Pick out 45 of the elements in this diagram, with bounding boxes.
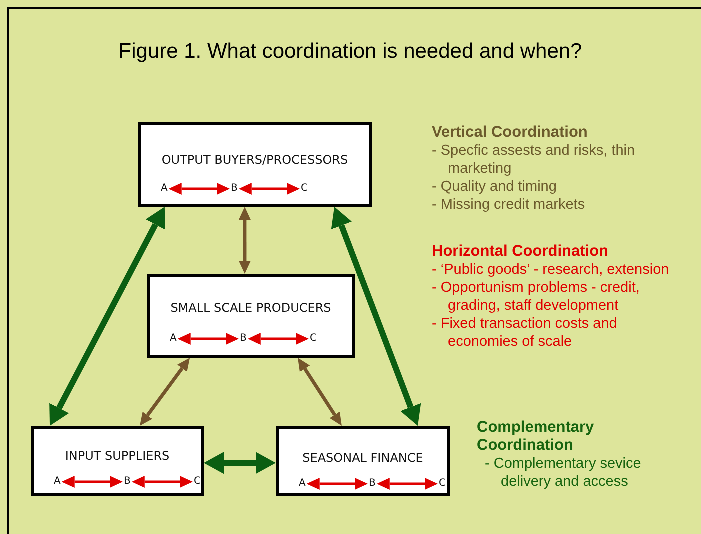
section-heading: Horizontal Coordination (432, 243, 610, 261)
stage-letter: A (161, 183, 168, 195)
bullet-point: - Complementary sevice delivery and access (485, 455, 642, 491)
figure-title: Figure 1. What coordination is needed and when? (118, 40, 584, 64)
process-box (147, 274, 355, 358)
bullet-point: - Specfic assests and risks, thin marketing (432, 142, 636, 178)
section-heading: Vertical Coordination (432, 124, 589, 142)
process-box (31, 426, 204, 496)
bullet-point: - Opportunism problems - credit, grading, staff development (432, 279, 641, 315)
double-arrow (62, 476, 123, 488)
double-arrow (178, 333, 239, 345)
section-heading: Complementary Coordination (477, 419, 596, 455)
box-title: OUTPUT BUYERS/PROCESSORS (160, 153, 350, 167)
double-arrow (238, 207, 251, 274)
box-title: SMALL SCALE PRODUCERS (170, 301, 332, 315)
double-arrow (140, 358, 190, 426)
box-title: SEASONAL FINANCE (302, 451, 424, 465)
stage-letter: C (194, 476, 201, 488)
double-arrow (331, 207, 422, 426)
double-arrow (306, 478, 368, 490)
stage-letter: A (299, 478, 306, 490)
bullet-point: - Fixed transaction costs and economies of scale (432, 315, 618, 351)
double-arrow (204, 452, 276, 474)
double-arrow (238, 183, 300, 195)
stage-letter: B (240, 333, 247, 345)
double-arrow (168, 183, 230, 195)
double-arrow (376, 478, 438, 490)
double-arrow (248, 333, 309, 345)
stage-letter: C (301, 183, 308, 195)
bullet-point: - Missing credit markets (432, 196, 586, 214)
double-arrow (132, 476, 193, 488)
double-arrow (50, 207, 166, 426)
process-box (276, 426, 450, 496)
stage-letter: C (310, 333, 317, 345)
process-box (138, 122, 372, 207)
stage-letter: A (170, 333, 177, 345)
stage-letter: B (369, 478, 376, 490)
bullet-point: - ‘Public goods’ - research, extension (432, 261, 670, 279)
box-title: INPUT SUPPLIERS (64, 449, 171, 463)
stage-letter: C (439, 478, 446, 490)
stage-letter: B (124, 476, 131, 488)
double-arrow (298, 358, 342, 426)
stage-letter: A (54, 476, 61, 488)
stage-letter: B (231, 183, 238, 195)
bullet-point: - Quality and timing (432, 178, 558, 196)
